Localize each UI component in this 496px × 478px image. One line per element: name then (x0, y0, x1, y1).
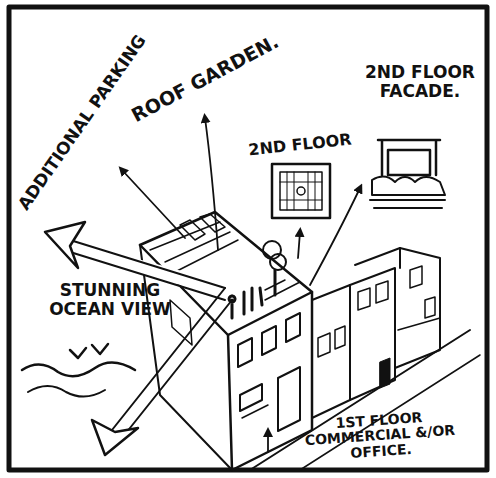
roof-garden-label: ROOF GARDEN. (125, 29, 285, 127)
second-floor-label: 2ND FLOOR (244, 131, 355, 160)
ocean-view-label: STUNNING OCEAN VIEW (40, 281, 180, 318)
parking-label: ADDITIONAL PARKING (14, 31, 150, 214)
facade-label: 2ND FLOOR FACADE. (365, 63, 475, 100)
